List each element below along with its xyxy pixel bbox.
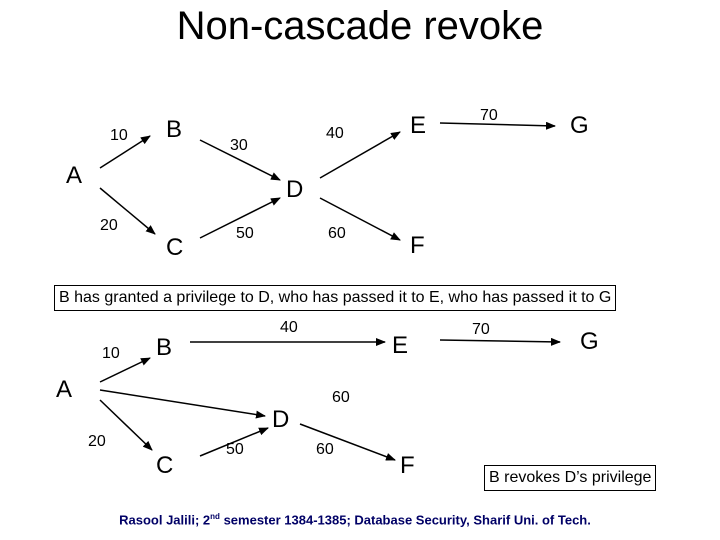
node-top-e: E [410, 112, 427, 139]
node-bottom-b: B [156, 334, 173, 361]
node-bottom-d: D [272, 406, 290, 433]
node-top-f: F [410, 232, 425, 259]
node-bottom-e: E [392, 332, 409, 359]
edge-top-a-b [99, 135, 151, 169]
weight-bottom-a-d: 60 [332, 389, 350, 406]
weight-bottom-c-d: 50 [226, 441, 244, 458]
edge-top-e-g [439, 121, 556, 130]
caption-bottom: B revokes D’s privilege [484, 465, 657, 491]
caption-top: B has granted a privilege to D, who has … [54, 285, 617, 311]
node-bottom-c: C [156, 452, 174, 479]
edge-top-d-f [319, 197, 401, 241]
node-top-c: C [166, 234, 184, 261]
edge-bottom-a-d [99, 389, 266, 419]
edge-top-d-e [319, 131, 401, 179]
weight-bottom-d-f: 60 [316, 441, 334, 458]
footer-sup: nd [210, 512, 220, 521]
edge-bottom-a-c [99, 399, 153, 451]
node-bottom-g: G [580, 328, 599, 355]
weight-top-c-d: 50 [236, 225, 254, 242]
weight-top-a-c: 20 [100, 217, 118, 234]
weight-top-e-g: 70 [480, 107, 498, 124]
edge-bottom-c-d [199, 427, 269, 457]
footer-post: semester 1384-1385; Database Security, S… [219, 512, 591, 528]
weight-bottom-a-b: 10 [102, 345, 120, 362]
weight-top-b-d: 30 [230, 137, 248, 154]
edge-bottom-e-g [439, 337, 561, 346]
node-bottom-f: F [400, 452, 415, 479]
weight-bottom-e-g: 70 [472, 321, 490, 338]
weight-bottom-a-c: 20 [88, 433, 106, 450]
node-top-b: B [166, 116, 183, 143]
weight-bottom-b-e: 40 [280, 319, 298, 336]
weight-top-d-f: 60 [328, 225, 346, 242]
node-top-g: G [570, 112, 589, 139]
edge-bottom-d-f [299, 423, 396, 461]
node-top-d: D [286, 176, 304, 203]
node-top-a: A [66, 162, 83, 189]
footer-credit: Rasool Jalili; 2nd semester 1384-1385; D… [0, 512, 710, 527]
edge-top-a-c [99, 187, 156, 235]
footer-pre: Rasool Jalili; 2 [119, 512, 211, 528]
node-bottom-a: A [56, 376, 73, 403]
weight-top-d-e: 40 [326, 125, 344, 142]
edge-top-b-d [199, 139, 281, 181]
weight-top-a-b: 10 [110, 127, 128, 144]
slide-title: Non-cascade revoke [176, 4, 544, 48]
edge-top-c-d [199, 197, 281, 239]
edge-bottom-a-b [99, 357, 151, 383]
